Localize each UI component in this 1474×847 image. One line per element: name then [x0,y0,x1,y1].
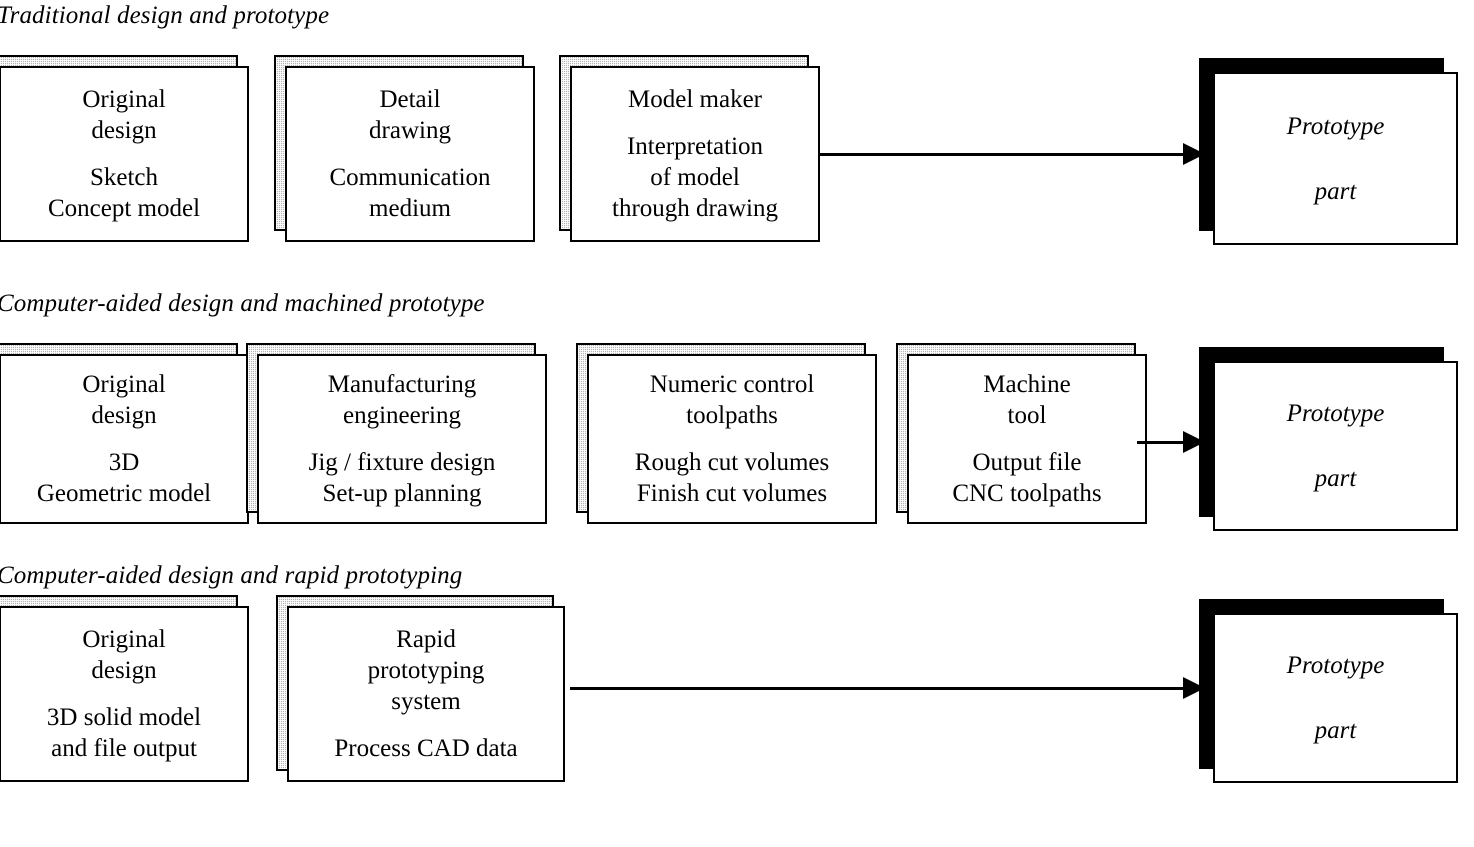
box-line: engineering [342,402,461,429]
box-line: CNC toolpaths [952,480,1102,507]
section-title-cad-rapid: Computer-aided design and rapid prototyp… [0,562,463,589]
box-line: Set-up planning [322,480,482,507]
box-line: Machine [983,371,1071,398]
section-title-cad-machined: Computer-aided design and machined proto… [0,290,485,317]
box-line: Prototype [1286,400,1385,427]
output-box-prototype-part-1: Prototype part [1199,58,1458,245]
box-line: system [391,688,461,715]
box-line: Process CAD data [334,735,518,762]
process-box-detail-drawing: Detail drawing Communication medium [274,55,535,242]
box-line: Concept model [47,195,201,222]
flow-arrow-shaft-row1 [820,153,1185,156]
process-box-original-design-sketch: Original design Sketch Concept model [0,55,249,242]
card-front: Machine tool Output file CNC toolpaths [907,354,1147,524]
card-front: Detail drawing Communication medium [285,66,535,242]
output-box-prototype-part-2: Prototype part [1199,347,1458,531]
box-line: Original [82,626,166,653]
box-line: Finish cut volumes [636,480,828,507]
box-line: part [1314,717,1357,744]
process-box-manufacturing-engineering: Manufacturing engineering Jig / fixture … [246,343,547,524]
box-line: medium [369,195,451,222]
box-line: Prototype [1286,652,1385,679]
box-line: Communication [329,164,491,191]
box-line: drawing [369,117,451,144]
box-line: design [91,402,157,429]
box-line: Manufacturing [327,371,477,398]
box-line: Numeric control [649,371,815,398]
card-front: Numeric control toolpaths Rough cut volu… [587,354,877,524]
process-box-numeric-control-toolpaths: Numeric control toolpaths Rough cut volu… [576,343,877,524]
box-line: toolpaths [686,402,778,429]
box-line: prototyping [367,657,485,684]
box-line: 3D [108,449,140,476]
box-line: Output file [972,449,1082,476]
box-line: Original [82,86,166,113]
card-front: Rapid prototyping system Process CAD dat… [287,606,565,782]
output-box-prototype-part-3: Prototype part [1199,599,1458,783]
box-line: tool [1007,402,1047,429]
box-line: Rough cut volumes [634,449,830,476]
card-front: Model maker Interpretation of model thro… [570,66,820,242]
card-front: Original design Sketch Concept model [0,66,249,242]
card-front: Prototype part [1213,361,1458,531]
process-box-rapid-prototyping-system: Rapid prototyping system Process CAD dat… [276,595,565,782]
box-line: Model maker [628,86,762,113]
box-line: Jig / fixture design [308,449,496,476]
process-box-original-design-3d: Original design 3D Geometric model [0,343,249,524]
box-line: design [91,117,157,144]
process-box-model-maker: Model maker Interpretation of model thro… [559,55,820,242]
box-line: part [1314,465,1357,492]
card-front: Original design 3D Geometric model [0,354,249,524]
box-line: Prototype [1286,112,1385,140]
flow-arrow-shaft-row3 [570,687,1185,690]
box-line: Interpretation [626,133,764,160]
box-line: Sketch [89,164,159,191]
box-line: and file output [51,735,197,762]
box-line: Detail [379,86,441,113]
card-front: Prototype part [1213,72,1458,245]
box-line: 3D solid model [46,704,202,731]
box-line: design [91,657,157,684]
card-front: Prototype part [1213,613,1458,783]
card-front: Manufacturing engineering Jig / fixture … [257,354,547,524]
box-line: Rapid [396,626,456,653]
process-box-machine-tool: Machine tool Output file CNC toolpaths [896,343,1147,524]
section-title-traditional: Traditional design and prototype [0,2,330,29]
card-front: Original design 3D solid model and file … [0,606,249,782]
box-line: of model [650,164,740,191]
flow-arrow-shaft-row2 [1137,441,1185,444]
box-line: through drawing [612,195,778,222]
box-line: Geometric model [36,480,212,507]
box-line: part [1314,177,1357,205]
process-box-original-design-solid: Original design 3D solid model and file … [0,595,249,782]
box-line: Original [82,371,166,398]
